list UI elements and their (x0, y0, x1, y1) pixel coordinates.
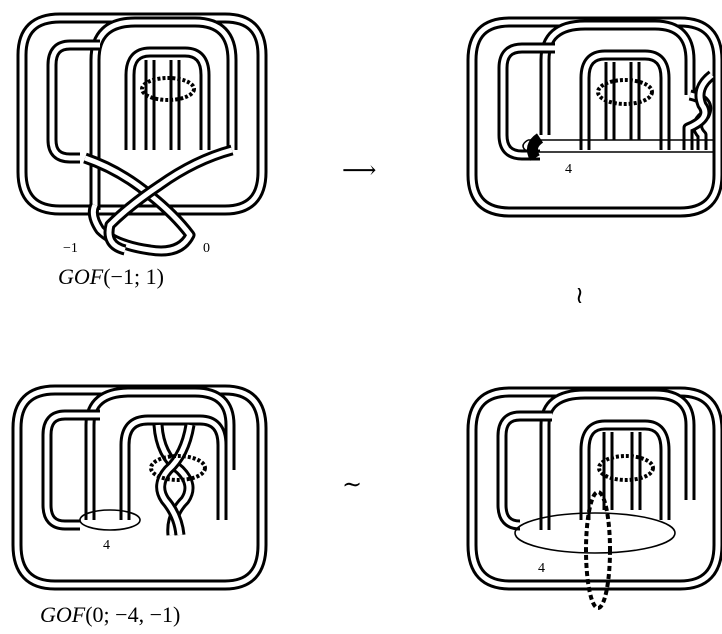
dotted-circle-component (597, 454, 655, 482)
dotted-circle-component (596, 78, 654, 106)
inner-finger-strand (579, 419, 671, 520)
crossing-strand-b (103, 144, 234, 256)
caption-top-left: GOF(−1; 1) (58, 264, 164, 289)
panel-top-right: 4 (466, 16, 722, 218)
horizontal-equiv-symbol: ∼ (342, 470, 362, 498)
horizontal-band (522, 139, 715, 153)
vertical-equiv-symbol: ≀ (575, 281, 584, 309)
framing-label-left: −1 (63, 241, 78, 256)
arrow-right-symbol: ⟶ (342, 156, 376, 184)
framing-label: 4 (538, 561, 545, 576)
panel-top-left: −1 0 GOF(−1; 1) (16, 12, 268, 289)
panel-bottom-right: 4 (466, 386, 722, 610)
caption-bottom-left: GOF(0; −4, −1) (40, 602, 180, 627)
dotted-vertical-component (584, 490, 612, 610)
framing-label-right: 0 (203, 241, 210, 256)
framing-label: 4 (103, 538, 110, 553)
panel-bottom-left: 4 GOF(0; −4, −1) (11, 384, 268, 627)
band-crossing (526, 133, 544, 161)
dotted-circle-component (140, 76, 196, 102)
framed-circle (79, 509, 141, 531)
framed-circle-large (514, 512, 676, 554)
dotted-circle-component (149, 454, 207, 482)
framing-label: 4 (565, 162, 572, 177)
